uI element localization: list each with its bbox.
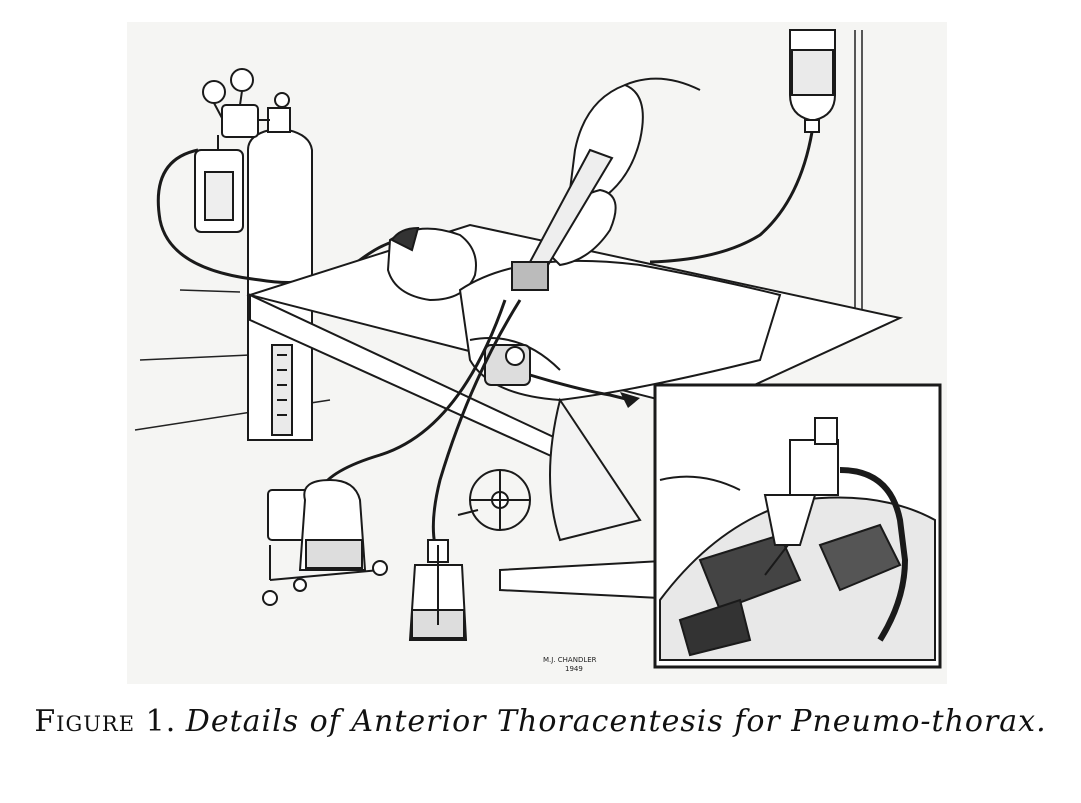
suction-tubing: [318, 299, 507, 491]
pressure-gauges: [202, 68, 270, 138]
gas-cylinder: [247, 92, 313, 441]
humidifier-jar: [194, 135, 244, 233]
artist-signature-year: 1949: [565, 665, 583, 673]
suction-stand: [262, 478, 388, 606]
figure-label: Figure 1.: [34, 704, 177, 739]
collection-bottle: [408, 539, 468, 641]
iv-tubing: [649, 131, 814, 264]
inset-detail: [653, 383, 942, 669]
patient: [386, 226, 782, 542]
drainage-tubing: [431, 299, 522, 546]
trocar-needle: [511, 148, 614, 291]
figure-caption: Figure 1. Details of Anterior Thoracente…: [0, 704, 1081, 740]
figure-title: Details of Anterior Thoracentesis for Pn…: [185, 704, 1047, 739]
gas-tubing: [156, 148, 421, 284]
pressure-cuff: [484, 344, 531, 386]
figure-illustration: M.J. CHANDLER 1949: [127, 22, 947, 684]
artist-signature: M.J. CHANDLER: [543, 656, 597, 664]
cuff-tubing: [529, 373, 631, 402]
